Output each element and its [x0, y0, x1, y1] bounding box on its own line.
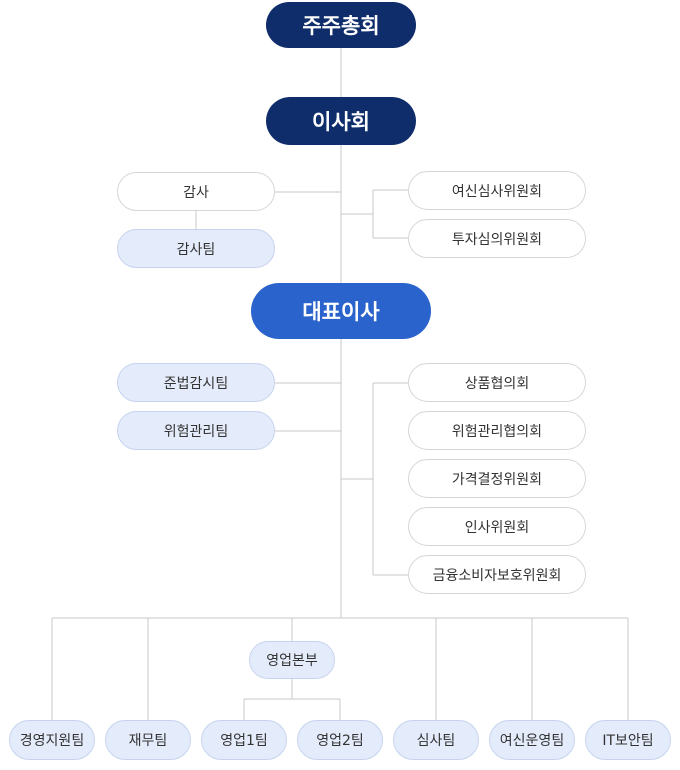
risk-management-council: 위험관리협의회: [408, 411, 586, 450]
it-security-team: IT보안팀: [585, 720, 671, 760]
finance-team: 재무팀: [105, 720, 191, 760]
auditor-box: 감사: [117, 172, 275, 211]
sales-team-2: 영업2팀: [297, 720, 383, 760]
credit-review-committee: 여신심사위원회: [408, 171, 586, 210]
review-team: 심사팀: [393, 720, 479, 760]
ceo-box: 대표이사: [251, 283, 431, 339]
investment-review-committee: 투자심의위원회: [408, 219, 586, 258]
loan-operations-team: 여신운영팀: [489, 720, 575, 760]
risk-management-team-box: 위험관리팀: [117, 411, 275, 450]
hr-committee: 인사위원회: [408, 507, 586, 546]
shareholders-meeting: 주주총회: [266, 2, 416, 48]
compliance-team-box: 준법감시팀: [117, 363, 275, 402]
audit-team-box: 감사팀: [117, 229, 275, 268]
board-of-directors: 이사회: [266, 97, 416, 145]
pricing-committee: 가격결정위원회: [408, 459, 586, 498]
sales-hq-box: 영업본부: [249, 641, 335, 679]
product-council: 상품협의회: [408, 363, 586, 402]
management-support-team: 경영지원팀: [9, 720, 95, 760]
consumer-protection-committee: 금융소비자보호위원회: [408, 555, 586, 594]
sales-team-1: 영업1팀: [201, 720, 287, 760]
